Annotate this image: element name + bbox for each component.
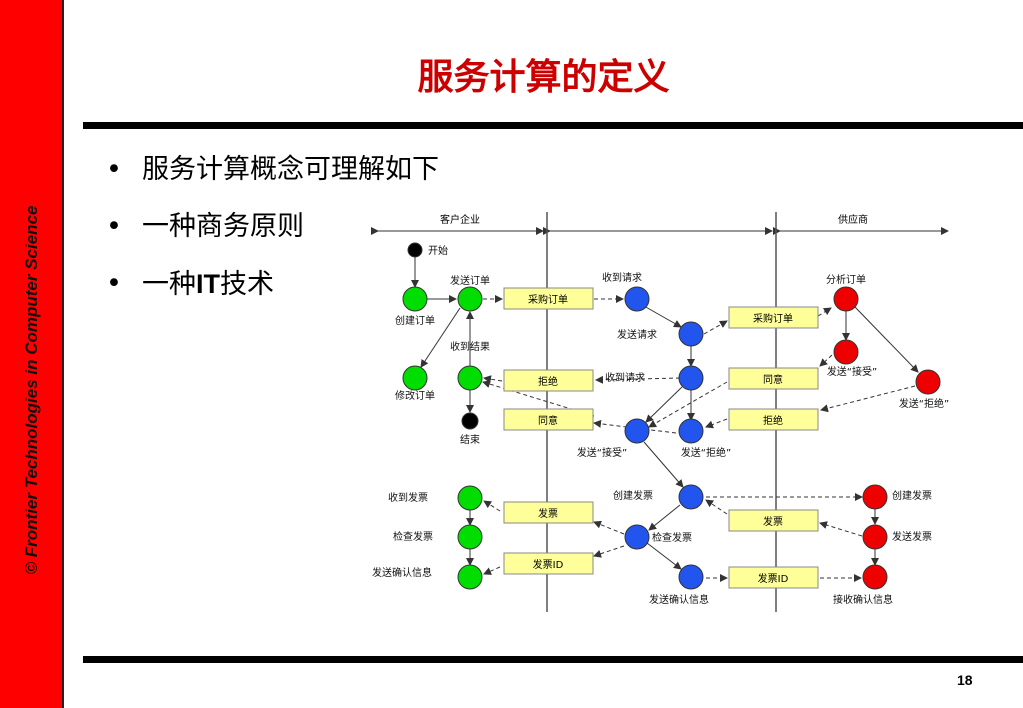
message-invoice-right: 发票 <box>763 515 783 528</box>
bullet-dot-icon: • <box>106 268 122 299</box>
label-send-reject-supplier: 发送“拒绝” <box>899 397 949 410</box>
label-start: 开始 <box>428 244 448 257</box>
top-rule <box>83 122 1023 129</box>
bullet-item: • 一种IT技术 <box>100 264 439 321</box>
label-send-order: 发送订单 <box>450 274 490 287</box>
lane-label-customer: 客户企业 <box>440 213 480 226</box>
message-box-reject-left <box>503 369 594 392</box>
message-box-reject-right <box>728 408 819 431</box>
label-receive-request-2: 收到请求 <box>605 371 645 384</box>
label-create-invoice-mid: 创建发票 <box>613 489 653 502</box>
message-arrows <box>482 295 916 582</box>
label-create-invoice-right: 创建发票 <box>892 489 932 502</box>
label-check-invoice-left: 检查发票 <box>393 530 433 543</box>
node-receive-request-1 <box>624 286 650 312</box>
lane-label-supplier: 供应商 <box>838 213 868 226</box>
node-send-order <box>457 286 483 312</box>
node-receive-confirm-right <box>862 564 888 590</box>
message-box-agree-left <box>503 408 594 431</box>
label-send-reject-mid: 发送“拒绝” <box>681 446 731 459</box>
bullet-text-bold: IT <box>196 269 220 299</box>
bullet-dot-icon: • <box>106 154 122 185</box>
node-send-request <box>678 321 704 347</box>
message-invoice-id-left: 发票ID <box>533 558 564 571</box>
bullet-text-pre: 一种 <box>142 269 196 300</box>
label-modify-order: 修改订单 <box>395 389 435 402</box>
label-send-confirm-left: 发送确认信息 <box>372 566 432 579</box>
label-send-accept-mid: 发送“接受” <box>577 446 627 459</box>
bullet-list: • 服务计算概念可理解如下 • 一种商务原则 • 一种IT技术 <box>100 150 439 321</box>
sidebar: © Frontier Technologies in Computer Scie… <box>0 0 64 708</box>
slide-title: 服务计算的定义 <box>417 57 670 98</box>
bullet-text: 一种商务原则 <box>142 211 304 242</box>
label-send-accept-supplier: 发送“接受” <box>827 365 877 378</box>
bottom-rule <box>83 656 1023 663</box>
node-create-invoice-mid <box>678 484 704 510</box>
message-box-po-left <box>503 287 594 310</box>
page-number: 18 <box>957 672 973 688</box>
node-send-accept-supplier <box>833 339 859 365</box>
message-po-right: 采购订单 <box>753 312 793 325</box>
label-analyze-order: 分析订单 <box>826 273 866 286</box>
node-create-invoice-right <box>862 484 888 510</box>
node-send-accept-mid <box>624 418 650 444</box>
message-agree-right: 同意 <box>763 373 783 386</box>
nodes <box>402 242 941 590</box>
node-modify-order <box>402 365 428 391</box>
end-node <box>461 412 479 430</box>
message-box-invoice-id-left <box>503 552 594 575</box>
message-box-invoice-right <box>728 509 819 532</box>
bullet-item: • 服务计算概念可理解如下 <box>100 150 439 207</box>
node-send-reject-mid <box>678 418 704 444</box>
label-send-confirm-mid: 发送确认信息 <box>649 593 709 606</box>
start-node <box>407 242 423 258</box>
message-reject-left: 拒绝 <box>538 375 558 388</box>
bullet-item: • 一种商务原则 <box>100 207 439 264</box>
node-send-reject-supplier <box>915 369 941 395</box>
node-receive-invoice <box>457 485 483 511</box>
label-end: 结束 <box>460 433 480 446</box>
node-send-confirm-left <box>457 564 483 590</box>
node-receive-request-2 <box>678 365 704 391</box>
bullet-text: 服务计算概念可理解如下 <box>142 154 439 185</box>
message-agree-left: 同意 <box>538 414 558 427</box>
message-invoice-left: 发票 <box>538 507 558 520</box>
bullet-text-post: 技术 <box>220 269 274 300</box>
node-send-invoice-right <box>862 524 888 550</box>
message-reject-right: 拒绝 <box>763 414 783 427</box>
message-po-left: 采购订单 <box>528 293 568 306</box>
label-send-request: 发送请求 <box>617 328 657 341</box>
label-receive-invoice: 收到发票 <box>388 491 428 504</box>
message-boxes <box>503 287 819 589</box>
label-create-order: 创建订单 <box>395 314 435 327</box>
message-box-po-right <box>728 306 819 329</box>
message-box-invoice-left <box>503 501 594 524</box>
node-create-order <box>402 286 428 312</box>
message-box-agree-right <box>728 367 819 390</box>
node-send-confirm-mid <box>678 564 704 590</box>
label-send-invoice-right: 发送发票 <box>892 530 932 543</box>
flow-arrows <box>411 257 919 570</box>
label-receive-confirm-right: 接收确认信息 <box>833 593 893 606</box>
node-receive-result <box>457 365 483 391</box>
label-receive-result: 收到结果 <box>450 340 490 353</box>
node-analyze-order <box>833 286 859 312</box>
bullet-dot-icon: • <box>106 211 122 242</box>
label-receive-request-1: 收到请求 <box>602 271 642 284</box>
node-check-invoice-mid <box>624 524 650 550</box>
node-check-invoice-left <box>457 524 483 550</box>
message-invoice-id-right: 发票ID <box>758 572 789 585</box>
label-check-invoice-mid: 检查发票 <box>652 531 692 544</box>
message-box-invoice-id-right <box>728 566 819 589</box>
